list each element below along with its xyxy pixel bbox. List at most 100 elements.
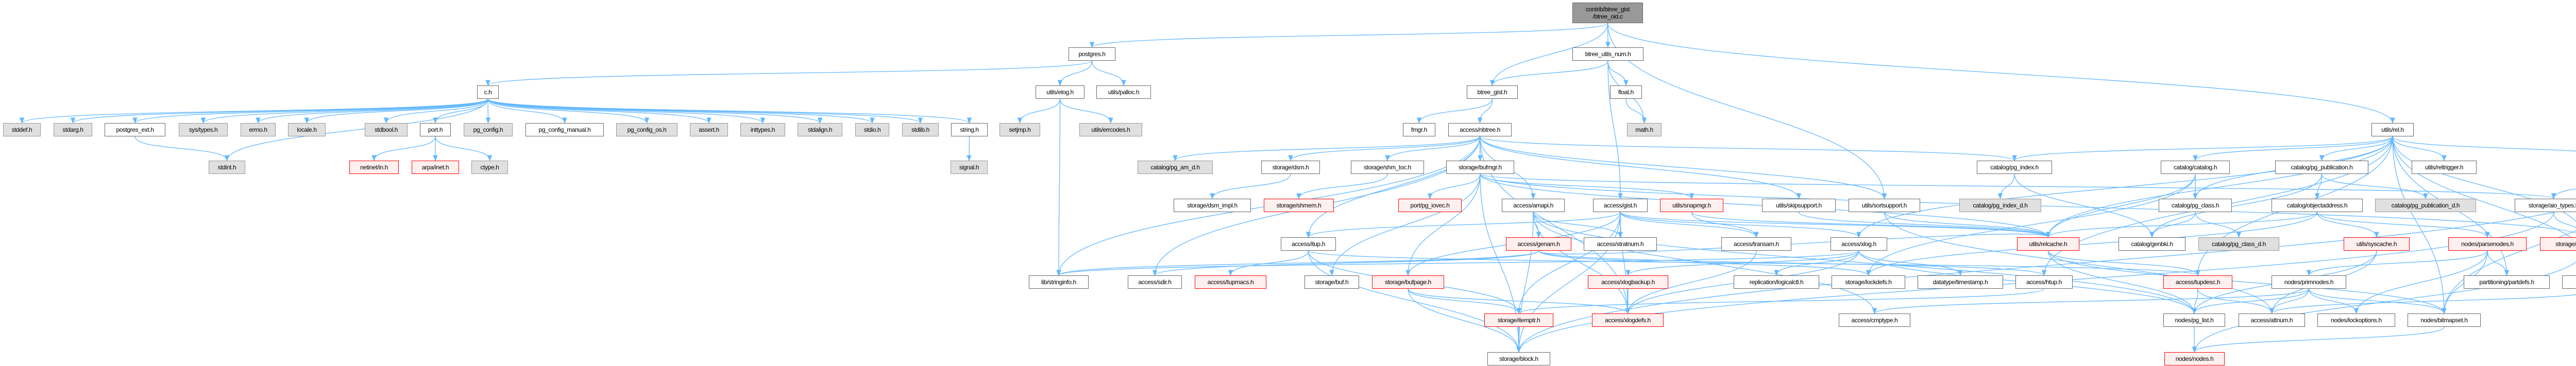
node-string[interactable]: string.h [951, 123, 988, 136]
node-pg-list[interactable]: nodes/pg_list.h [2163, 313, 2225, 327]
node-pg-class-d[interactable]: catalog/pg_class_d.h [2198, 237, 2279, 251]
node-stdio[interactable]: stdio.h [855, 123, 889, 136]
node-sortsupport[interactable]: utils/sortsupport.h [1849, 199, 1920, 212]
node-parsenodes[interactable]: nodes/parsenodes.h [2448, 237, 2527, 251]
node-tupdesc[interactable]: access/tupdesc.h [2163, 275, 2232, 289]
node-bufmgr[interactable]: storage/bufmgr.h [1446, 161, 1514, 174]
node-label: storage/shmem.h [1276, 202, 1321, 209]
node-lockoptions[interactable]: nodes/lockoptions.h [2317, 313, 2395, 327]
node-pg-publication[interactable]: catalog/pg_publication.h [2275, 161, 2368, 174]
node-stdlib[interactable]: stdlib.h [902, 123, 939, 136]
node-genam[interactable]: access/genam.h [1506, 237, 1571, 251]
node-itup[interactable]: access/itup.h [1281, 237, 1336, 251]
node-relcache[interactable]: utils/relcache.h [2017, 237, 2079, 251]
node-errno[interactable]: errno.h [241, 123, 276, 136]
edge-nbtree-to-pg_index [1479, 136, 2017, 162]
node-palloc[interactable]: utils/palloc.h [1096, 85, 1151, 99]
node-pg-am-d[interactable]: catalog/pg_am_d.h [1138, 161, 1213, 174]
node-postgres-ext[interactable]: postgres_ext.h [105, 123, 165, 136]
node-syscache[interactable]: utils/syscache.h [2344, 237, 2410, 251]
node-inttypes[interactable]: inttypes.h [740, 123, 785, 136]
edge-htup-to-itemptr [1516, 288, 2045, 315]
node-amapi[interactable]: access/amapi.h [1502, 199, 1565, 212]
node-objectaddress[interactable]: catalog/objectaddress.h [2272, 199, 2363, 212]
node-rel[interactable]: utils/rel.h [2371, 123, 2414, 136]
node-stddef[interactable]: stddef.h [3, 123, 41, 136]
node-itemptr[interactable]: storage/itemptr.h [1484, 313, 1553, 327]
node-pg-iovec[interactable]: port/pg_iovec.h [1398, 199, 1462, 212]
node-math[interactable]: math.h [1627, 123, 1662, 136]
node-relfilelocator[interactable]: storage/relfilelocator.h [2540, 237, 2576, 251]
node-skipsupport[interactable]: utils/skipsupport.h [1762, 199, 1836, 212]
node-stdarg[interactable]: stdarg.h [54, 123, 92, 136]
node-htup[interactable]: access/htup.h [2015, 275, 2073, 289]
node-dsm[interactable]: storage/dsm.h [1261, 161, 1320, 174]
node-reltrigger[interactable]: utils/reltrigger.h [2412, 161, 2477, 174]
node-stdint[interactable]: stdint.h [209, 161, 245, 174]
node-nodes[interactable]: nodes/nodes.h [2164, 352, 2225, 365]
node-stdbool[interactable]: stdbool.h [365, 123, 408, 136]
node-btree-gist[interactable]: btree_gist.h [1467, 85, 1518, 99]
node-float[interactable]: float.h [1610, 85, 1642, 99]
node-netinet[interactable]: netinet/in.h [349, 161, 399, 174]
node-stdalign[interactable]: stdalign.h [798, 123, 842, 136]
node-aio-types[interactable]: storage/aio_types.h [2515, 199, 2576, 212]
node-genbki[interactable]: catalog/genbki.h [2119, 237, 2185, 251]
node-tupmacs[interactable]: access/tupmacs.h [1195, 275, 1266, 289]
node-ctype[interactable]: ctype.h [471, 161, 508, 174]
node-transam[interactable]: access/transam.h [1721, 237, 1791, 251]
node-xlogdefs[interactable]: access/xlogdefs.h [1592, 313, 1664, 327]
node-xlog[interactable]: access/xlog.h [1831, 237, 1887, 251]
node-shmem[interactable]: storage/shmem.h [1264, 199, 1334, 212]
node-buf[interactable]: storage/buf.h [1304, 275, 1359, 289]
node-snapmgr[interactable]: utils/snapmgr.h [1660, 199, 1723, 212]
node-pg-config[interactable]: pg_config.h [464, 123, 513, 136]
node-btree-utils-num[interactable]: btree_utils_num.h [1572, 47, 1643, 61]
node-shm-toc[interactable]: storage/shm_toc.h [1351, 161, 1424, 174]
node-stringinfo[interactable]: lib/stringinfo.h [1029, 275, 1089, 289]
edge-c-to-sys_types [201, 98, 488, 124]
node-signal[interactable]: signal.h [951, 161, 988, 174]
node-block[interactable]: storage/block.h [1487, 352, 1550, 365]
node-c[interactable]: c.h [477, 85, 499, 99]
node-pg-config-os[interactable]: pg_config_os.h [616, 123, 677, 136]
node-pg-config-manual[interactable]: pg_config_manual.h [526, 123, 604, 136]
node-pg-index-d[interactable]: catalog/pg_index_d.h [1959, 199, 2041, 212]
node-arpa[interactable]: arpa/inet.h [412, 161, 459, 174]
node-setjmp[interactable]: setjmp.h [999, 123, 1040, 136]
node-pg-publication-d[interactable]: catalog/pg_publication_d.h [2375, 199, 2476, 212]
node-timestamp[interactable]: datatype/timestamp.h [1918, 275, 2003, 289]
node-prs2lock[interactable]: rewrite/prs2lock.h [2562, 275, 2576, 289]
node-label: btree_utils_num.h [1585, 50, 1631, 58]
node-stratnum[interactable]: access/stratnum.h [1584, 237, 1657, 251]
node-lockdefs[interactable]: storage/lockdefs.h [1832, 275, 1905, 289]
node-elog[interactable]: utils/elog.h [1036, 85, 1084, 99]
edge-c-to-pg_config_os [487, 98, 650, 124]
node-bufpage[interactable]: storage/bufpage.h [1372, 275, 1444, 289]
node-port[interactable]: port.h [420, 123, 451, 136]
node-cmptype[interactable]: access/cmptype.h [1839, 313, 1910, 327]
node-partdefs[interactable]: partitioning/partdefs.h [2464, 275, 2550, 289]
node-primnodes[interactable]: nodes/primnodes.h [2272, 275, 2346, 289]
edge-elog-to-errcodes [1059, 98, 1113, 124]
node-sys-types[interactable]: sys/types.h [179, 123, 228, 136]
node-label: stdalign.h [807, 126, 833, 133]
node-attnum[interactable]: access/attnum.h [2239, 313, 2305, 327]
edge-gist-to-xlog [1620, 212, 1861, 238]
node-fmgr[interactable]: fmgr.h [1403, 123, 1435, 136]
node-gist[interactable]: access/gist.h [1593, 199, 1648, 212]
node-pg-class[interactable]: catalog/pg_class.h [2159, 199, 2232, 212]
node-dsm-impl[interactable]: storage/dsm_impl.h [1174, 199, 1251, 212]
node-assert[interactable]: assert.h [690, 123, 728, 136]
node-locale[interactable]: locale.h [288, 123, 326, 136]
node-sdir[interactable]: access/sdir.h [1128, 275, 1182, 289]
node-pg-index[interactable]: catalog/pg_index.h [1977, 161, 2052, 174]
node-catalog[interactable]: catalog/catalog.h [2161, 161, 2230, 174]
node-errcodes[interactable]: utils/errcodes.h [1079, 123, 1142, 136]
node-xlogbackup[interactable]: access/xlogbackup.h [1588, 275, 1668, 289]
node-postgres[interactable]: postgres.h [1069, 47, 1115, 61]
node-nbtree[interactable]: access/nbtree.h [1448, 123, 1512, 136]
node-logicalctl[interactable]: replication/logicalctl.h [1734, 275, 1819, 289]
node-bitmapset[interactable]: nodes/bitmapset.h [2408, 313, 2481, 327]
